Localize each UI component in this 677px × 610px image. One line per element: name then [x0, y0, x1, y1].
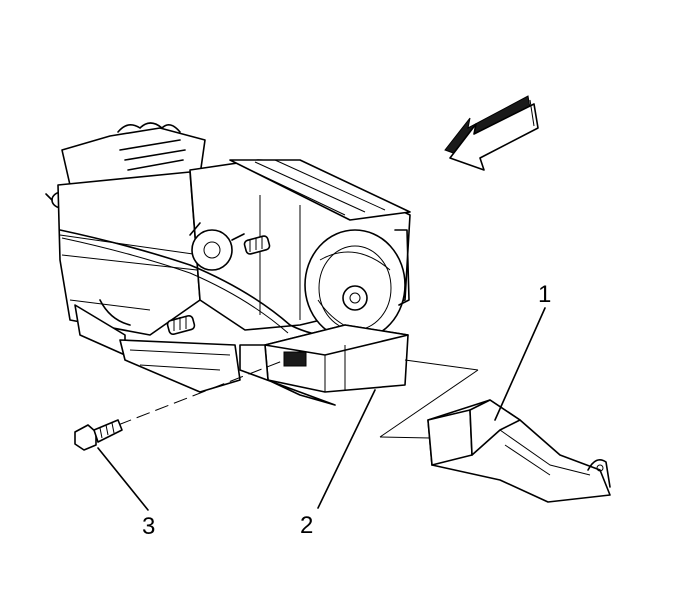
hvac-module: [45, 122, 411, 406]
callout-2: 2: [300, 512, 313, 539]
direction-arrow-icon: [444, 95, 539, 171]
callout-1: 1: [538, 281, 551, 308]
screw-fastener: [74, 419, 123, 451]
alignment-lines: [379, 359, 479, 439]
callout-3: 3: [142, 513, 155, 540]
fastener-dashed-line: [117, 359, 286, 426]
leader-line-2: [317, 389, 376, 509]
outlet-duct: [427, 399, 611, 503]
leader-line-1: [494, 307, 546, 421]
leader-line-3: [97, 447, 149, 511]
